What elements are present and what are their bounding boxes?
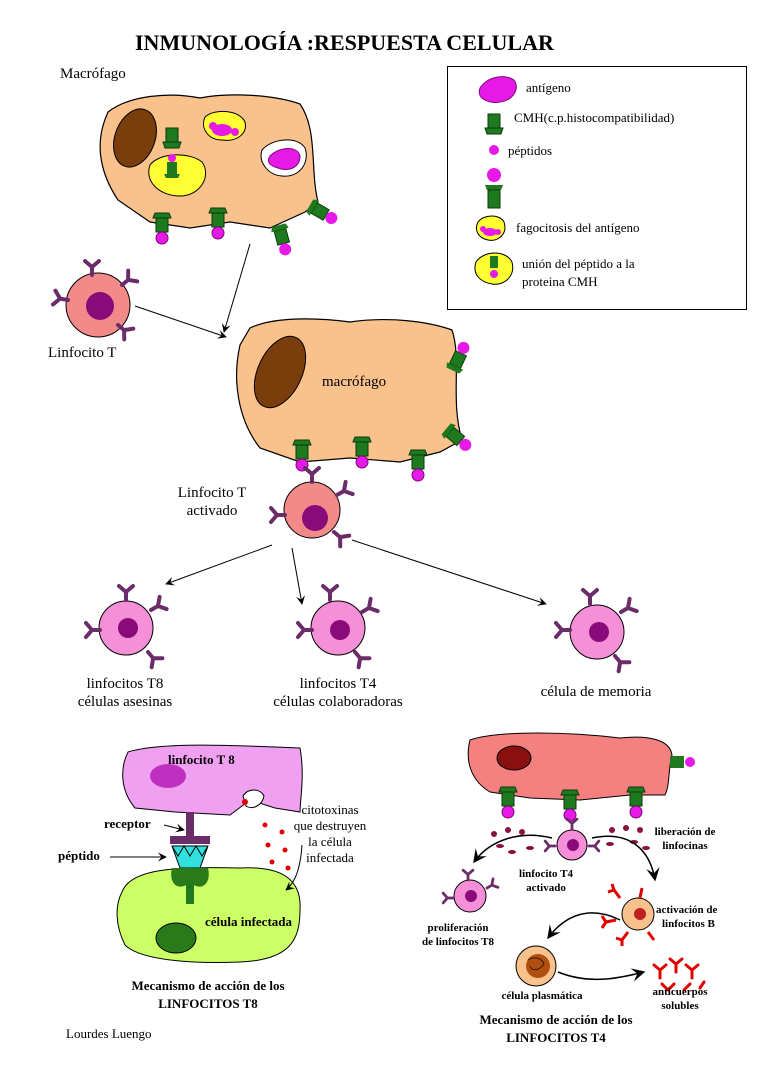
t8-caption-2: LINFOCITOS T8 [158,996,258,1011]
label-t4-activado-2: activado [526,882,566,894]
label-liberacion-2: linfocinas [662,840,708,852]
label-t-activado-1: Linfocito T [177,485,247,501]
cell-t4 [296,584,380,670]
label-liberacion-1: liberación de [654,826,716,838]
label-citotoxinas-2: que destruyen [293,818,367,833]
b-cell [600,883,656,946]
label-anticuerpos-2: solubles [661,1000,699,1012]
label-t4-activado-1: linfocito T4 [519,868,573,880]
label-t4-2: células colaboradoras [273,694,403,710]
t4-mechanism [441,732,706,992]
t4-caption-2: LINFOCITOS T4 [506,1030,606,1045]
lymphocyte-t [50,259,140,342]
label-receptor: receptor [104,816,151,831]
label-plasmatica: célula plasmática [501,990,583,1002]
label-linfocito-t: Linfocito T [48,345,117,361]
arrow-to-memoria [351,539,547,606]
arrow-to-t8 [165,544,273,586]
label-citotoxinas-4: infectada [306,850,354,865]
label-proliferacion-2: de linfocitos T8 [422,936,494,948]
label-t8-2: células asesinas [77,694,173,710]
legend-union-icon [474,252,514,285]
label-t4-1: linfocitos T4 [299,676,377,692]
antibodies [652,957,706,992]
label-macrofago-mid: macrófago [322,374,387,390]
macrophage-nucleus [113,108,157,168]
t4-caption-1: Mecanismo de acción de los [479,1012,633,1027]
t8-caption-1: Mecanismo de acción de los [131,978,285,993]
cell-t8 [84,584,169,670]
legend-cmh-peptide-icon [485,168,503,209]
legend-peptide-icon [489,145,499,155]
label-t-activado-2: activado [186,503,238,519]
macrophage-mid [236,318,472,482]
legend-fagocitosis-icon [475,215,506,241]
legend-union-1: unión del péptido a la [522,256,635,271]
page-title: INMUNOLOGÍA :RESPUESTA CELULAR [135,30,554,55]
legend-cmh: CMH(c.p.histocompatibilidad) [514,110,675,125]
arrow-macrophage-down [221,243,251,333]
label-peptido: péptido [58,848,100,863]
arrow-lymph-to-macrophage [134,305,227,339]
label-proliferacion-1: proliferación [427,922,489,934]
t8-proliferation-cell [441,868,500,913]
legend-antigen-icon [478,76,517,103]
label-anticuerpos-1: anticuerpos [652,986,708,998]
legend-union-2: proteina CMH [522,274,598,289]
label-linfocito-t8: linfocito T 8 [168,752,235,767]
label-macrofago-top: Macrófago [60,66,126,82]
legend [447,66,747,310]
macrophage-top [99,94,338,256]
t8-mechanism [110,744,303,963]
label-memoria: célula de memoria [540,684,652,700]
author-credit: Lourdes Luengo [66,1026,152,1041]
label-citotoxinas-1: citotoxinas [301,802,359,817]
legend-peptidos: péptidos [508,143,553,158]
label-citotoxinas-3: la célula [308,834,352,849]
plasma-cell [515,945,557,987]
label-t8-1: linfocitos T8 [86,676,164,692]
label-activacion-1: activación de [656,904,718,916]
label-activacion-2: linfocitos B [662,918,715,930]
arrow-to-t4 [291,547,306,605]
legend-icons [474,76,517,285]
label-celula-infectada: célula infectada [205,914,293,929]
legend-antigeno: antígeno [526,80,571,95]
lymphocyte-t-activated [269,466,355,549]
cell-memoria [554,588,639,674]
legend-fagocitosis: fagocitosis del antígeno [516,220,640,235]
